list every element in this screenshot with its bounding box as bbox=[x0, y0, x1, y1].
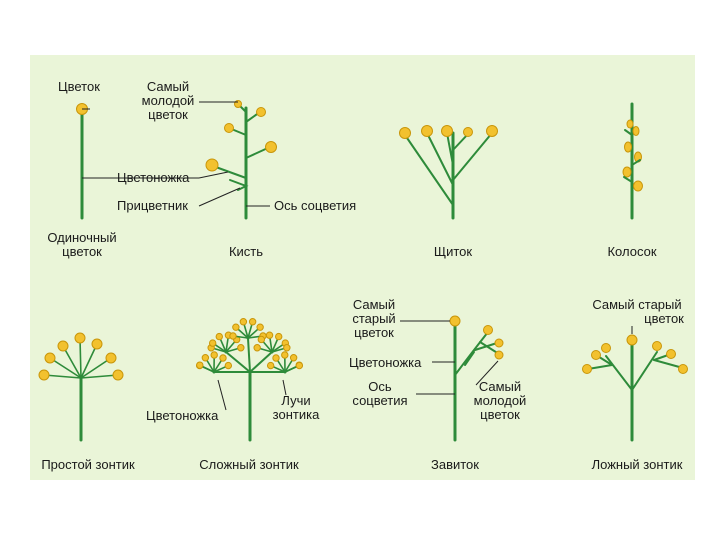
label-youngest-line2: молодой bbox=[142, 93, 195, 108]
cincinnus-drawing bbox=[449, 315, 504, 442]
corymb-drawing bbox=[399, 125, 498, 220]
umbellet-flower bbox=[289, 354, 298, 362]
solitary-flower-drawing bbox=[76, 103, 88, 220]
umbellet-flower bbox=[248, 318, 257, 326]
label-youngest-line1: Самый bbox=[147, 79, 189, 94]
label-oldest-line3: цветок bbox=[354, 325, 394, 340]
type-compound-umbel: Сложный зонтик bbox=[199, 457, 299, 472]
label-youngest-line3: цветок bbox=[148, 107, 188, 122]
umbellet-flower bbox=[237, 344, 245, 352]
umbellet-flower bbox=[283, 344, 291, 352]
umbellet-flower bbox=[201, 354, 210, 362]
label-youngest2-line2: молодой bbox=[474, 393, 527, 408]
umbellet-hub bbox=[212, 370, 216, 374]
false-umbel-drawing bbox=[582, 334, 688, 442]
label-rays-line1: Лучи bbox=[281, 393, 310, 408]
label-rays-line2: зонтика bbox=[273, 407, 320, 422]
umbellet-hub bbox=[224, 350, 228, 354]
type-false-umbel: Ложный зонтик bbox=[592, 457, 683, 472]
spike-drawing bbox=[622, 102, 643, 220]
umbellet-flower bbox=[256, 323, 264, 331]
type-corymb: Щиток bbox=[434, 244, 472, 259]
umbellet-flower bbox=[219, 354, 227, 362]
type-cincinnus: Завиток bbox=[431, 457, 479, 472]
type-solitary-line2: цветок bbox=[62, 244, 102, 259]
label-youngest2-line1: Самый bbox=[479, 379, 521, 394]
umbellet-flower bbox=[208, 339, 217, 347]
umbellet-flower bbox=[275, 332, 283, 341]
label-pedicel-compound: Цветоножка bbox=[146, 408, 219, 423]
label-axis-line1: Ось bbox=[368, 379, 392, 394]
umbellet-flower bbox=[229, 332, 237, 340]
label-youngest2-line3: цветок bbox=[480, 407, 520, 422]
umbellet-flower bbox=[253, 344, 261, 352]
umbellet-flower bbox=[215, 332, 223, 341]
umbellet-flower bbox=[196, 361, 204, 369]
umbellet-flower bbox=[295, 361, 304, 370]
label-oldest2-line2: цветок bbox=[644, 311, 684, 326]
umbellet-flower bbox=[239, 318, 248, 326]
compound-umbel-drawing bbox=[195, 318, 304, 442]
label-bract: Прицветник bbox=[117, 198, 188, 213]
label-oldest-line2: старый bbox=[352, 311, 395, 326]
umbellet-hub bbox=[246, 336, 250, 340]
type-simple-umbel: Простой зонтик bbox=[41, 457, 135, 472]
umbellet-flower bbox=[224, 361, 233, 370]
label-oldest2-line1: Самый старый bbox=[592, 297, 681, 312]
umbellet-flower bbox=[281, 351, 289, 359]
label-inflorescence-axis: Ось соцветия bbox=[274, 198, 356, 213]
label-pedicel-cincinnus: Цветоножка bbox=[349, 355, 422, 370]
umbellet-hub bbox=[283, 370, 287, 374]
type-solitary-line1: Одиночный bbox=[47, 230, 116, 245]
type-spike: Колосок bbox=[607, 244, 656, 259]
umbellet-hub bbox=[270, 350, 274, 354]
label-flower: Цветок bbox=[58, 79, 100, 94]
label-oldest-line1: Самый bbox=[353, 297, 395, 312]
umbellet-flower bbox=[265, 331, 274, 339]
raceme-drawing bbox=[205, 100, 277, 220]
type-raceme: Кисть bbox=[229, 244, 263, 259]
diagram-panel bbox=[30, 55, 695, 480]
umbellet-flower bbox=[266, 361, 275, 370]
umbellet-flower bbox=[257, 335, 266, 344]
label-axis-line2: соцветия bbox=[352, 393, 407, 408]
umbellet-flower bbox=[232, 323, 240, 331]
umbellet-flower bbox=[210, 351, 218, 359]
label-pedicel: Цветоножка bbox=[117, 170, 190, 185]
simple-umbel-drawing bbox=[38, 332, 124, 442]
umbellet-flower bbox=[272, 354, 280, 362]
